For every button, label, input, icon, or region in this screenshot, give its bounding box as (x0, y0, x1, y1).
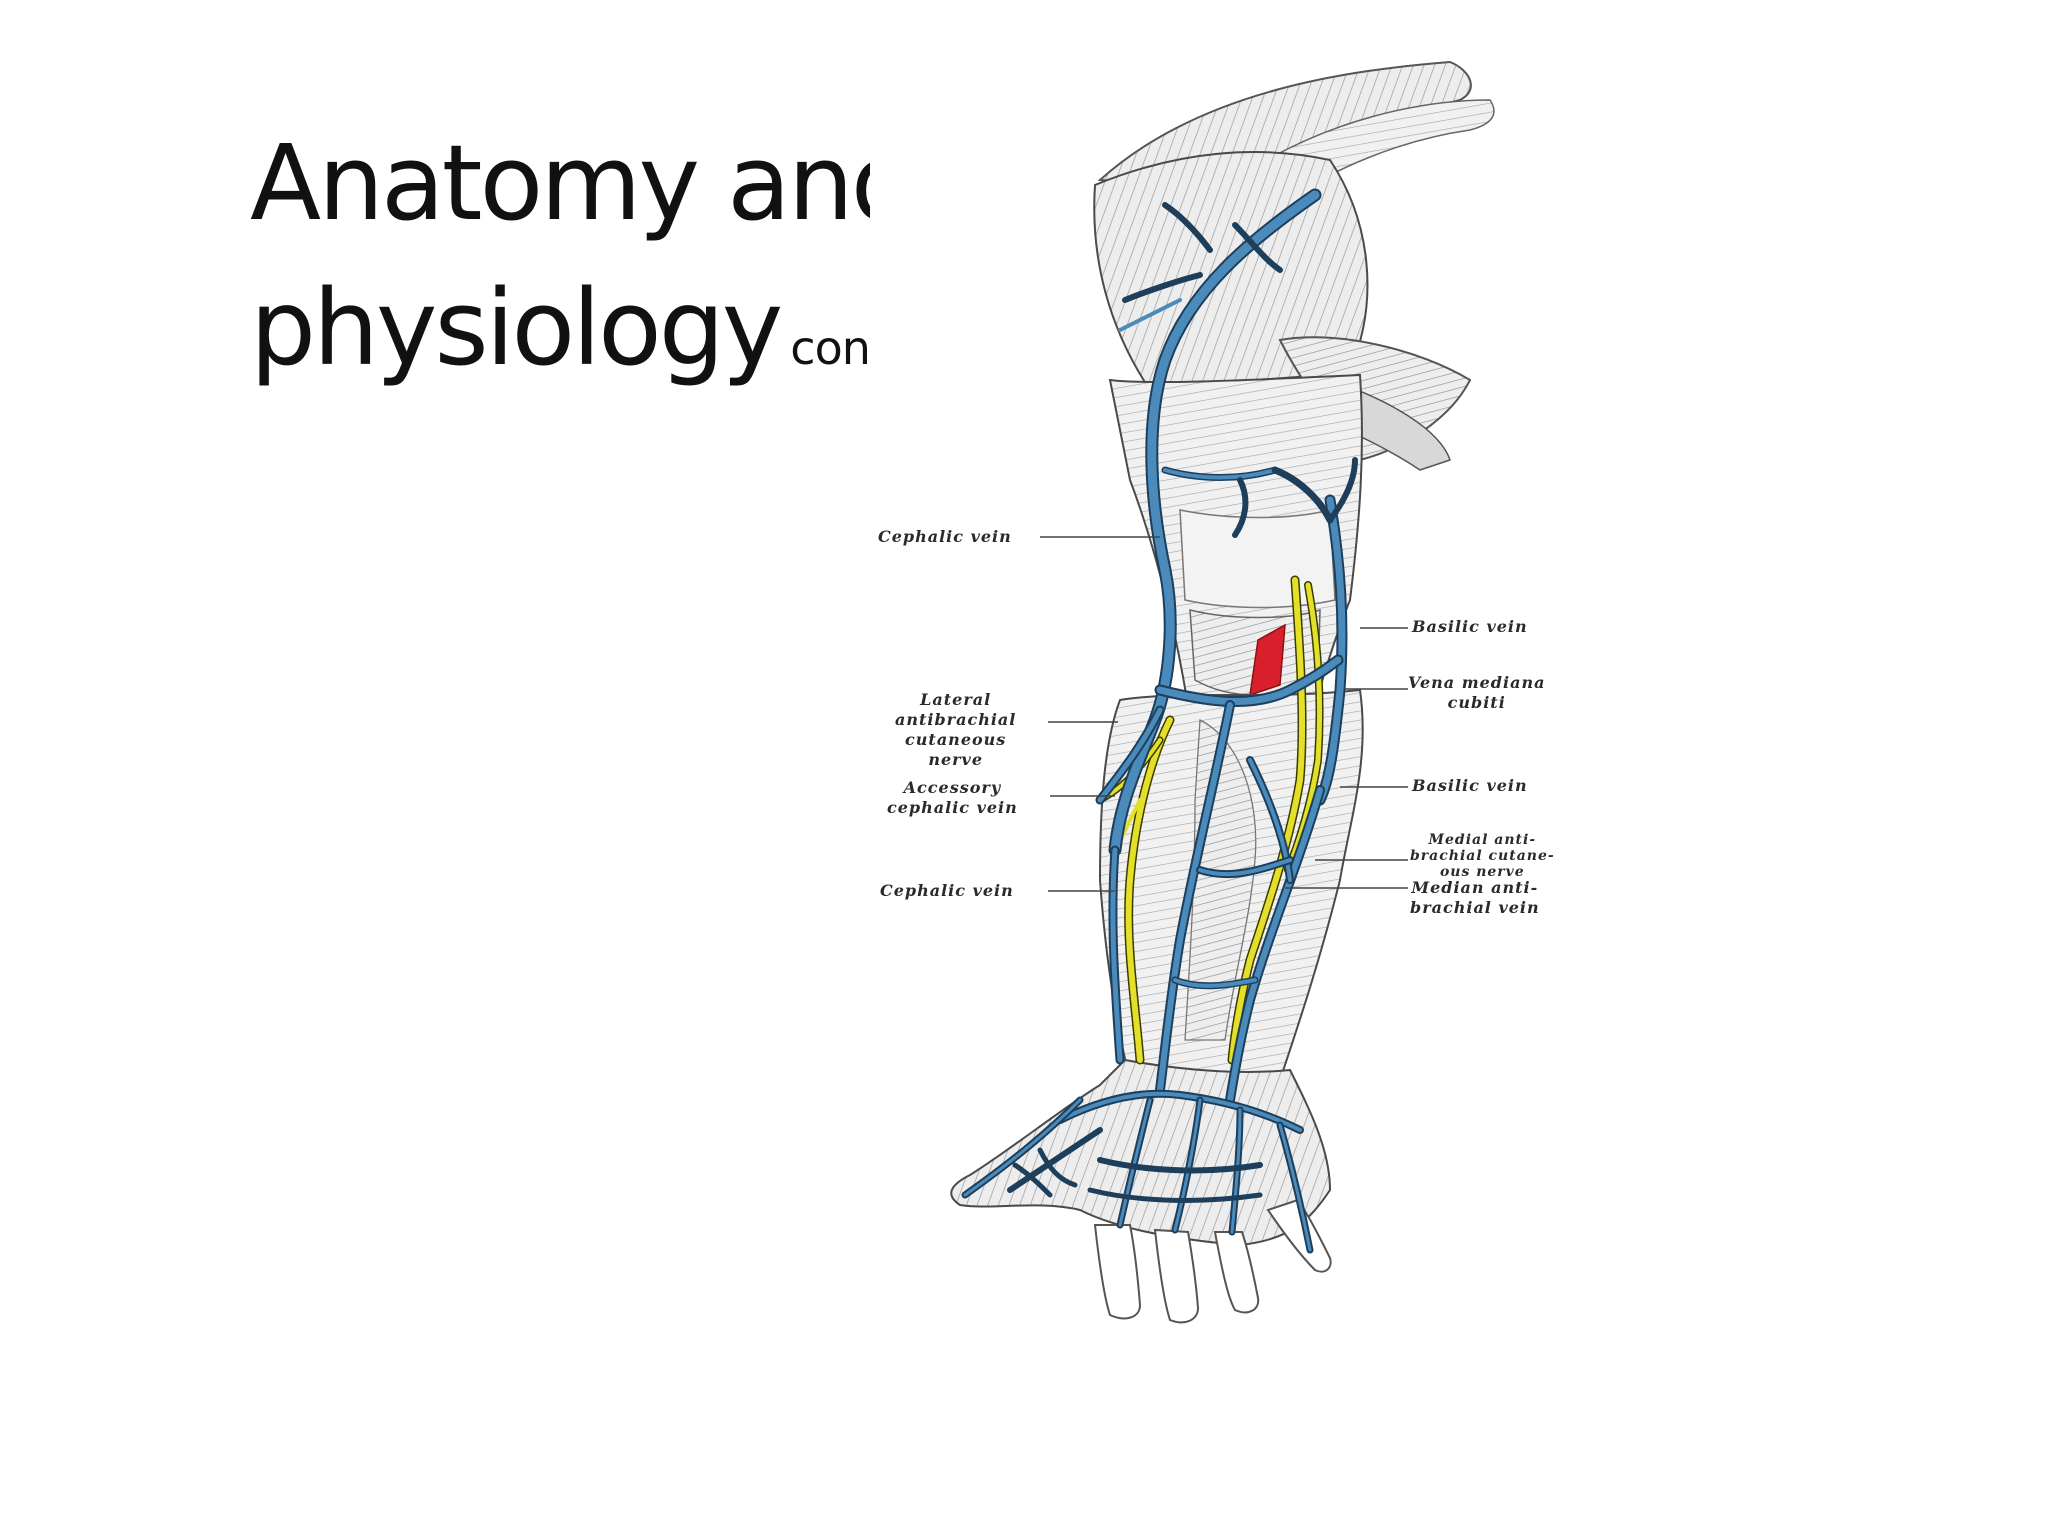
arm-illustration (950, 60, 1495, 1324)
leader-lines (1040, 536, 1408, 892)
title-suffix: cont (790, 321, 870, 375)
slide-title: Anatomy and physiologycont (250, 118, 870, 398)
label-median-line-2: brachial vein (1410, 898, 1540, 917)
label-accessory-line-2: cephalic vein (887, 798, 1018, 817)
title-line-1: Anatomy and (250, 122, 870, 244)
label-basilic-vein-upper: Basilic vein (1412, 617, 1528, 636)
label-median-antibrachial-vein: Median anti- brachial vein (1410, 878, 1540, 918)
label-vena-mediana-line-2: cubiti (1447, 693, 1506, 712)
veins (961, 188, 1358, 1254)
brachial-artery (1249, 623, 1286, 697)
forearm (1098, 688, 1364, 1081)
label-basilic-vein-lower: Basilic vein (1412, 776, 1528, 795)
label-medial-antibrachial-nerve: Medial anti- brachial cutane- ous nerve (1410, 832, 1555, 880)
label-medial-line-3: ous nerve (1439, 864, 1525, 880)
label-accessory-cephalic-vein: Accessory cephalic vein (887, 778, 1018, 818)
label-medial-line-2: brachial cutane- (1410, 848, 1555, 864)
label-cephalic-vein-lower: Cephalic vein (880, 881, 1014, 900)
label-median-line-1: Median anti- (1411, 878, 1539, 897)
label-lateral-line-2: antibrachial (895, 710, 1017, 729)
title-line-2-text: physiology (250, 267, 783, 389)
label-lateral-line-1: Lateral (920, 690, 992, 709)
label-medial-line-1: Medial anti- (1428, 832, 1537, 848)
label-lateral-line-3: cutaneous (905, 730, 1007, 749)
label-cephalic-vein-upper: Cephalic vein (878, 527, 1012, 546)
label-vena-mediana-cubiti: Vena mediana cubiti (1408, 673, 1545, 713)
label-vena-mediana-line-1: Vena mediana (1408, 673, 1546, 692)
title-line-2: physiologycont (250, 263, 870, 398)
label-lateral-antibrachial-nerve: Lateral antibrachial cutaneous nerve (895, 690, 1016, 770)
label-lateral-line-4: nerve (928, 750, 984, 769)
label-accessory-line-1: Accessory (903, 778, 1002, 797)
